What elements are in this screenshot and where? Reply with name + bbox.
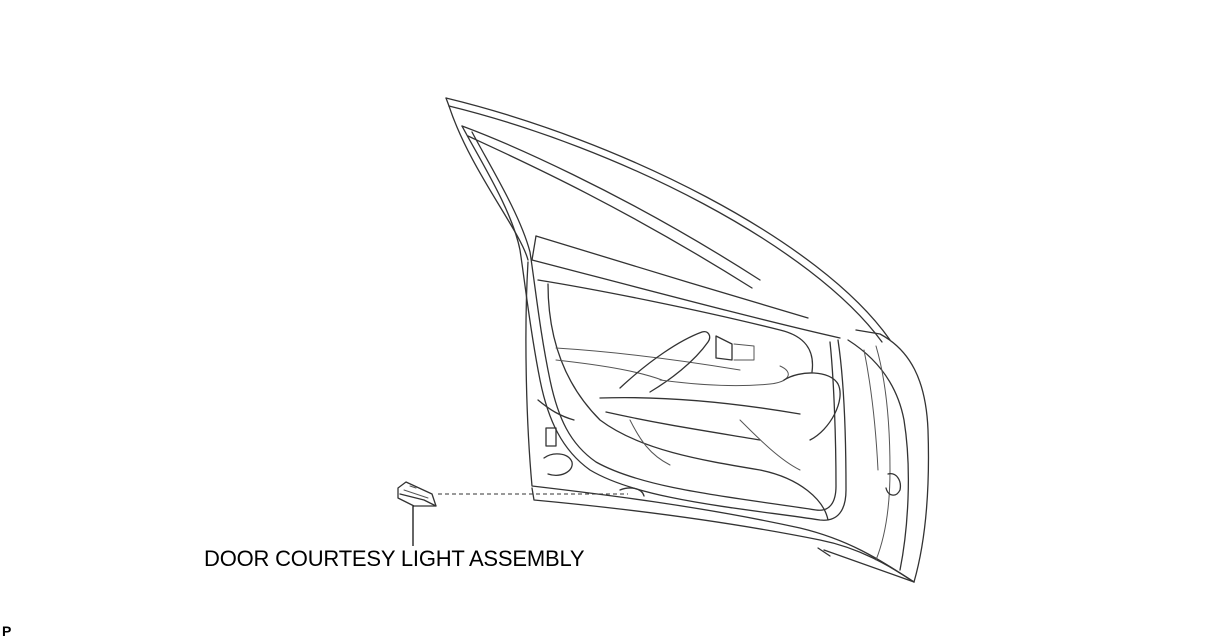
- front-door-panel: [445, 97, 930, 583]
- courtesy-light-part: [397, 481, 437, 507]
- figure-code: P: [2, 623, 12, 639]
- part-label: DOOR COURTESY LIGHT ASSEMBLY: [204, 546, 585, 571]
